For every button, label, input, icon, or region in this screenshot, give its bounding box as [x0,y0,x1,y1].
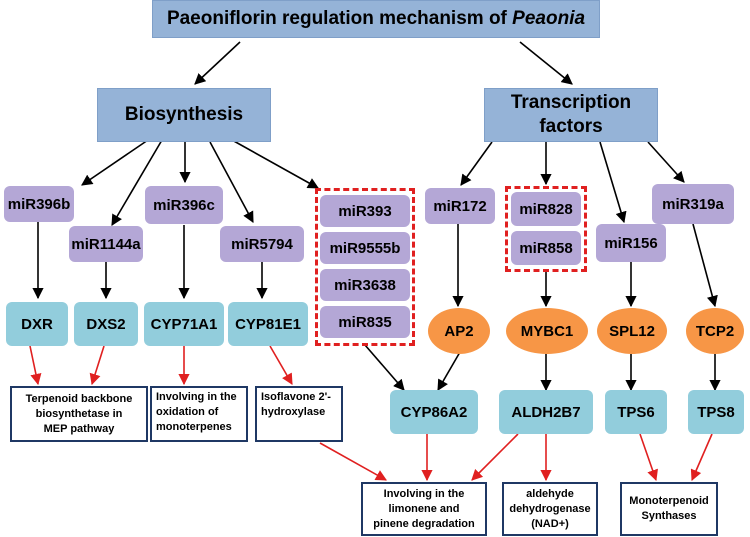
function-isoflavone-hydroxylase: Isoflavone 2'- hydroxylase [255,386,343,442]
mirna-mir828: miR828 [511,192,581,226]
tf-tcp2: TCP2 [686,308,744,354]
mirna-mir9555b: miR9555b [320,232,410,264]
gene-cyp86a2: CYP86A2 [390,390,478,434]
mirna-mir319a: miR319a [652,184,734,224]
red-arrow-isoflavone-degradation [319,442,387,481]
gene-cyp81e1: CYP81E1 [228,302,308,346]
diagram-title: Paeoniflorin regulation mechanism of Pea… [152,0,600,38]
transcription-factors-header: Transcription factors [484,88,658,142]
mirna-mir858: miR858 [511,231,581,265]
arrow-mir319a-tcp2 [692,223,718,308]
mirna-mir172: miR172 [425,188,495,224]
biosynthesis-header: Biosynthesis [97,88,271,142]
arrow-title-transcription [519,41,573,85]
mirna-mir5794: miR5794 [220,226,304,262]
gene-cyp71a1: CYP71A1 [144,302,224,346]
red-arrow-dxs2-terpenoid [89,345,105,386]
function-terpenoid-backbone: Terpenoid backbone biosynthetase in MEP … [10,386,148,442]
mirna-mir1144a: miR1144a [69,226,143,262]
arrow-tf-mir156 [599,141,627,224]
mirna-mir396c: miR396c [145,186,223,224]
mirna-mir3638: miR3638 [320,269,410,301]
function-limonene-pinene-degradation: Involving in the limonene and pinene deg… [361,482,487,536]
function-monoterpenoid-synthases: Monoterpenoid Synthases [620,482,718,536]
mirna-group-dashed-border-2 [505,186,587,272]
arrow-ap2-cyp86a2 [437,351,461,391]
red-arrow-tps8-monoterpenoid [690,433,713,482]
arrow-bio-mir396b [81,139,149,186]
red-arrow-aldh2b7-degradation [471,433,519,481]
red-arrow-dxr-terpenoid [29,345,42,386]
gene-aldh2b7: ALDH2B7 [499,390,593,434]
arrow-bio-mir1144a [111,139,163,226]
mirna-mir835: miR835 [320,306,410,338]
arrow-title-biosynthesis [194,41,241,85]
gene-dxs2: DXS2 [74,302,138,346]
red-arrow-tps6-monoterpenoid [639,433,658,482]
gene-dxr: DXR [6,302,68,346]
mirna-mir396b: miR396b [4,186,74,222]
tf-mybc1: MYBC1 [506,308,588,354]
mirna-group-dashed-border [315,188,415,346]
gene-tps8: TPS8 [688,390,744,434]
red-arrow-cyp81e1-isoflavone [269,345,293,385]
arrow-tf-mir172 [460,141,493,186]
mirna-mir393: miR393 [320,195,410,227]
tf-spl12: SPL12 [597,308,667,354]
tf-ap2: AP2 [428,308,490,354]
arrow-bio-dashed-group [231,139,319,189]
arrow-bio-mir5794 [209,141,254,223]
function-oxidation-monoterpenes: Involving in the oxidation of monoterpen… [150,386,248,442]
mirna-mir156: miR156 [596,224,666,262]
arrow-tf-mir319a [647,141,685,183]
gene-tps6: TPS6 [605,390,667,434]
function-aldehyde-dehydrogenase: aldehyde dehydrogenase (NAD+) [502,482,598,536]
title-text: Paeoniflorin regulation mechanism of Pea… [166,8,586,29]
arrow-group-cyp86a2 [364,344,405,391]
